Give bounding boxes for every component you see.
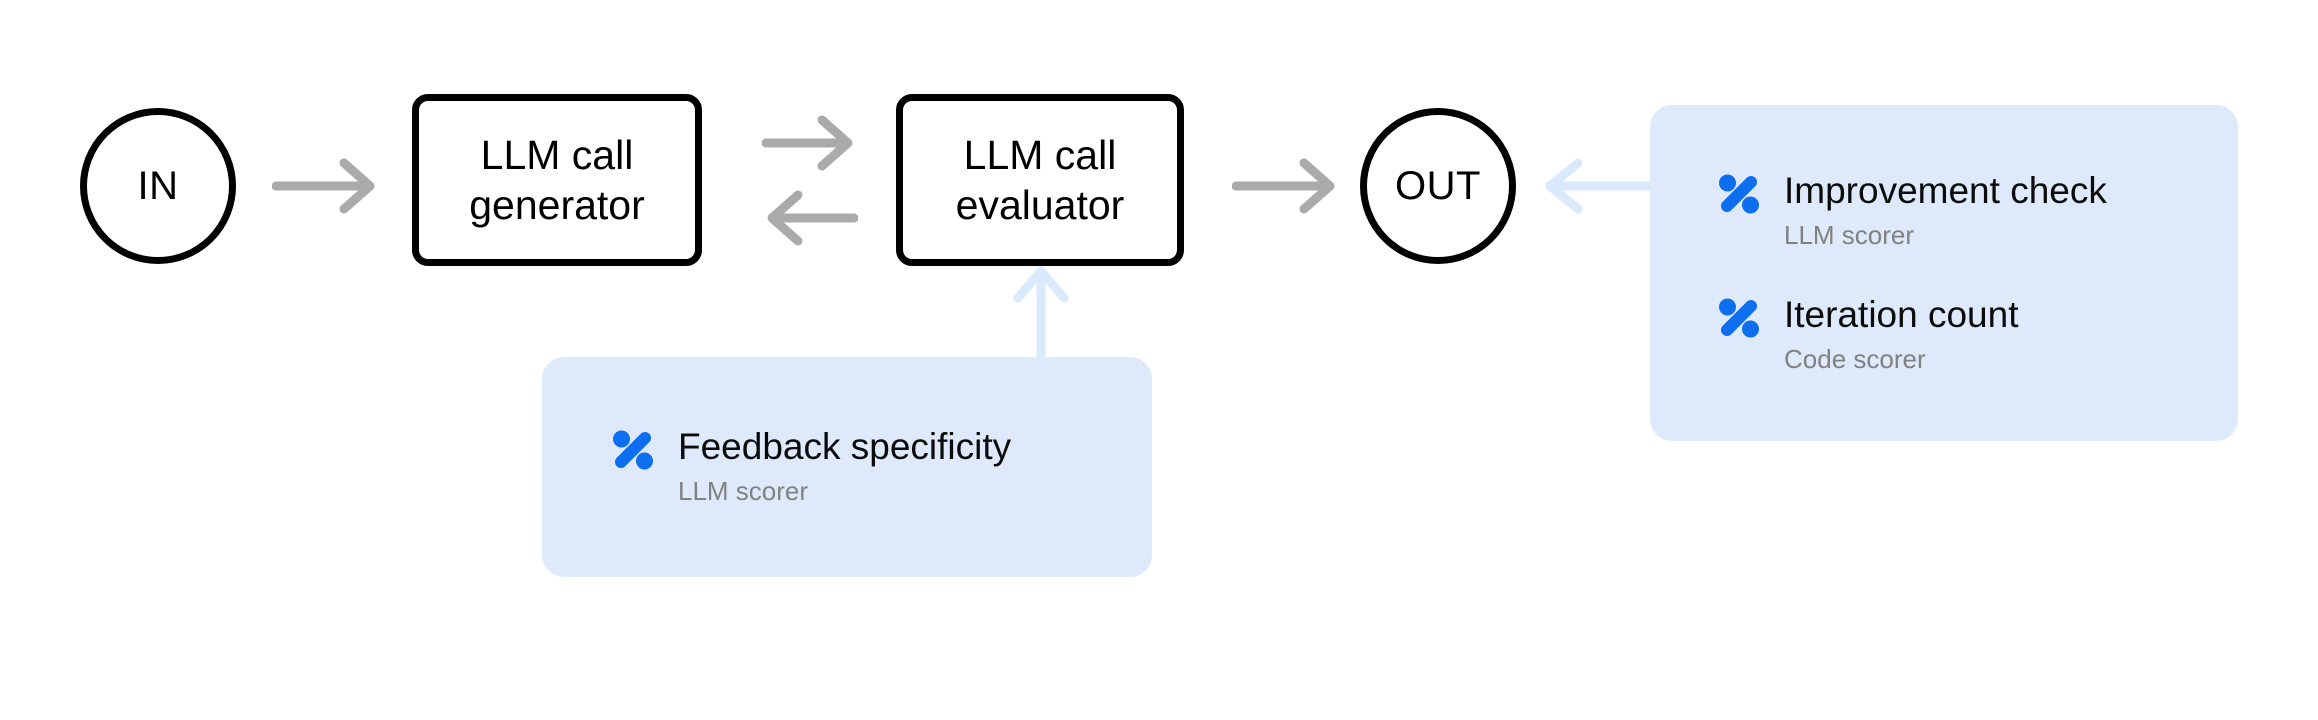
node-in[interactable]: IN: [80, 108, 236, 264]
scorer-subtitle: LLM scorer: [1784, 219, 1915, 250]
scorer-item[interactable]: Iteration count Code scorer: [1716, 294, 2238, 375]
node-in-label: IN: [137, 164, 179, 208]
connector-evaluator-to-generator: [767, 190, 858, 246]
percent-scorer-icon: [1716, 295, 1762, 341]
node-generator-line2: generator: [469, 182, 645, 228]
connector-scorers-to-out: [1545, 158, 1660, 214]
scorer-item[interactable]: Improvement check LLM scorer: [1716, 169, 2238, 251]
connector-in-to-generator: [272, 158, 375, 214]
connector-evaluator-to-out: [1232, 158, 1335, 214]
scorer-subtitle: LLM scorer: [678, 475, 809, 506]
connector-generator-to-evaluator: [762, 115, 853, 171]
panel-output-scorers: Improvement check LLM scorer Iteration c…: [1650, 105, 2238, 441]
percent-scorer-icon: [1716, 171, 1762, 217]
node-out-label: OUT: [1395, 164, 1481, 208]
node-generator-line1: LLM call: [480, 131, 634, 178]
node-evaluator-line2: evaluator: [955, 182, 1125, 228]
scorer-title: Iteration count: [1784, 294, 2019, 335]
panel-feedback-scorers: Feedback specificity LLM scorer: [542, 357, 1152, 577]
scorer-title: Feedback specificity: [678, 425, 1012, 467]
node-evaluator-line1: LLM call: [963, 131, 1117, 178]
node-out[interactable]: OUT: [1360, 108, 1516, 264]
scorer-subtitle: Code scorer: [1784, 343, 1926, 374]
node-llm-call-evaluator[interactable]: LLM call evaluator: [896, 94, 1184, 266]
percent-scorer-icon: [610, 427, 656, 473]
scorer-title: Improvement check: [1784, 169, 2107, 211]
scorer-item[interactable]: Feedback specificity LLM scorer: [610, 425, 1152, 507]
node-llm-call-generator[interactable]: LLM call generator: [412, 94, 702, 266]
